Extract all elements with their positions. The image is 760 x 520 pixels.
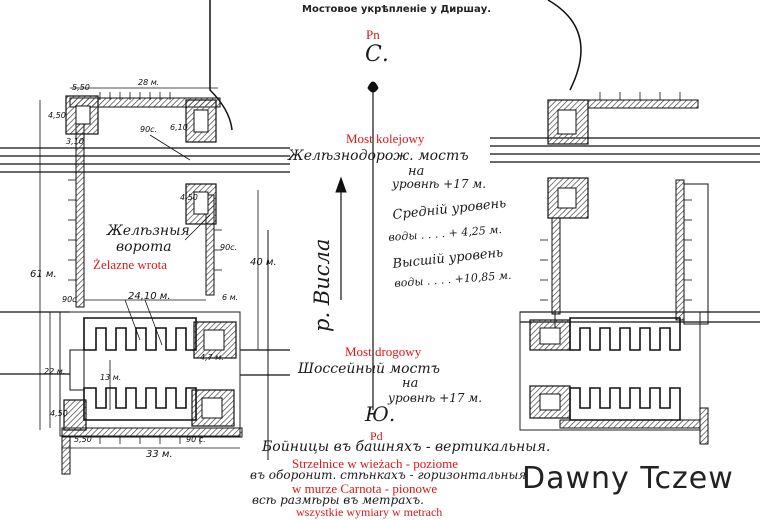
south-label-ru: Ю. bbox=[365, 402, 396, 426]
note-pl-3: wszystkie wymiary w metrach bbox=[296, 505, 443, 519]
south-label-pl: Pd bbox=[370, 429, 383, 443]
dim-450-a: 4,50 bbox=[48, 111, 66, 120]
rail-bridge-label-ru-2: на bbox=[408, 164, 425, 179]
road-bridge-label-ru-2: на bbox=[402, 376, 419, 391]
dim-2410: 24,10 м. bbox=[128, 291, 171, 302]
dim-40: 40 м. bbox=[250, 257, 277, 268]
dim-550-top: 5,50 bbox=[72, 83, 90, 92]
north-label-pl: Pn bbox=[366, 27, 380, 42]
note-ru-2: въ оборонит. стѣнкахъ - горизонтальныя bbox=[250, 468, 527, 482]
note-pl-2: w murze Carnota - pionowe bbox=[292, 481, 438, 496]
north-arrow-icon bbox=[367, 81, 379, 410]
road-bridge-label-pl: Most drogowy bbox=[345, 344, 422, 359]
note-pl-1: Strzelnice w wieżach - poziome bbox=[292, 456, 459, 471]
dim-90c-b: 90с. bbox=[220, 243, 238, 252]
dim-450-b: 4,50 bbox=[180, 193, 198, 202]
right-fortification bbox=[519, 92, 709, 445]
note-ru-3: всѣ размѣры въ метрахъ. bbox=[252, 493, 424, 507]
river-flow-arrow-icon bbox=[335, 176, 347, 300]
rail-bridge-label-pl: Most kolejowy bbox=[346, 131, 425, 146]
iron-gate-label-ru-2: ворота bbox=[116, 239, 172, 255]
road-bridge-label-ru-1: Шоссейный мостъ bbox=[298, 361, 440, 377]
railway-track bbox=[0, 137, 760, 173]
rail-bridge-label-ru-1: Желѣзнодорож. мостъ bbox=[288, 148, 469, 164]
dim-90c-a: 90с. bbox=[140, 125, 158, 134]
dim-90c-c: 90с bbox=[62, 295, 77, 304]
left-fortification bbox=[39, 87, 259, 475]
plan-title: Мостовое укрѣпленіе у Диршау. bbox=[302, 4, 492, 15]
dim-90c-d: 90 с. bbox=[186, 435, 206, 444]
dim-550-bot: 5,50 bbox=[74, 435, 92, 444]
dim-310: 3,10 bbox=[66, 137, 84, 146]
dim-6: 6 м. bbox=[222, 293, 239, 302]
dim-13: 13 м. bbox=[100, 373, 122, 382]
dim-47: 4,7 м. bbox=[200, 353, 224, 362]
watermark-text: Dawny Tczew bbox=[522, 461, 734, 496]
iron-gate-label-ru-1: Желѣзныя bbox=[107, 223, 190, 239]
dim-610: 6,10 bbox=[170, 123, 188, 132]
road-bridge-label-ru-3: уровнѣ +17 м. bbox=[388, 391, 483, 405]
iron-gate-label-pl: Żelazne wrota bbox=[93, 257, 167, 272]
dim-61: 61 м. bbox=[30, 269, 57, 280]
river-label: р. Висла bbox=[310, 238, 334, 332]
note-ru-1: Бойницы въ башняхъ - вертикальныя. bbox=[262, 439, 551, 455]
dim-450-c: 4,50 bbox=[50, 409, 68, 418]
map-boundaries bbox=[209, 0, 582, 460]
rail-bridge-label-ru-3: уровнѣ +17 м. bbox=[392, 177, 487, 191]
north-label-ru: С. bbox=[365, 42, 389, 67]
dim-22: 22 м. bbox=[44, 367, 66, 376]
dim-28: 28 м. bbox=[138, 78, 160, 87]
dim-33: 33 м. bbox=[146, 449, 173, 460]
